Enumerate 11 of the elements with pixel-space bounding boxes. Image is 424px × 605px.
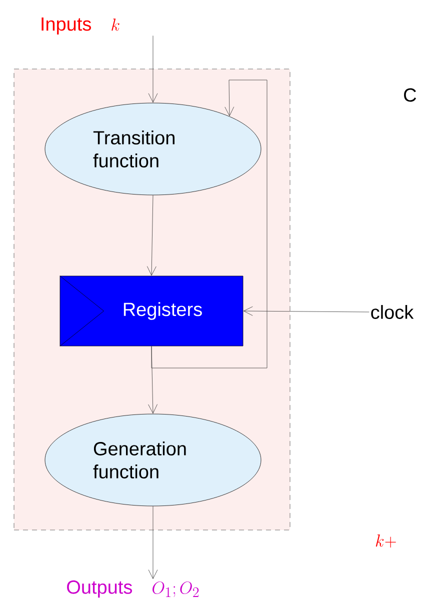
register-box: Registers [60, 276, 244, 346]
arrow [146, 195, 156, 276]
arrow [151, 80, 268, 368]
label: $k +$ [376, 534, 396, 548]
arrow [148, 506, 158, 579]
clock-label: clock [371, 305, 414, 319]
label: C [404, 88, 416, 102]
input-label: Inputs $k$ [42, 18, 120, 34]
arrow [148, 36, 158, 103]
arrow [243, 306, 370, 316]
output-label: Outputs $O_1 ; O_2$ [67, 580, 199, 598]
